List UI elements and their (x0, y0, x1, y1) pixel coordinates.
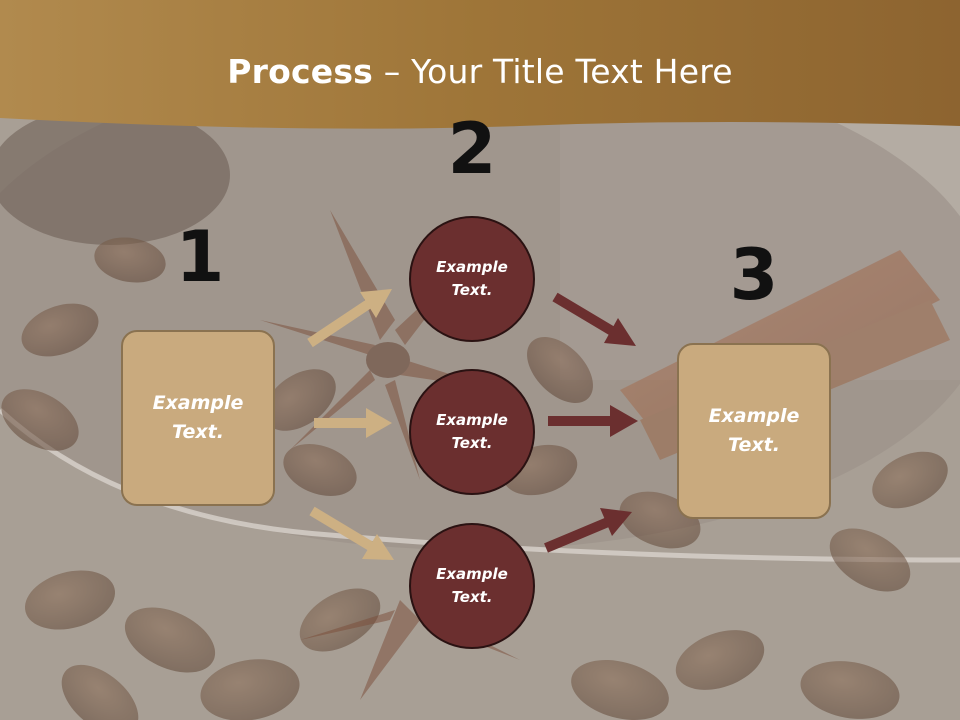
step-number-3: 3 (729, 234, 779, 316)
arrow-from-top-circle (552, 292, 636, 346)
left-box-label: Example Text. (152, 392, 244, 443)
circle-bottom-label: Example Text. (436, 565, 508, 606)
arrow-to-top-circle (307, 289, 392, 348)
circle-node-middle[interactable]: Example Text. (409, 369, 535, 495)
arrow-from-bottom-circle (544, 508, 632, 553)
right-text-box[interactable]: Example Text. (677, 343, 831, 519)
circle-top-label: Example Text. (436, 258, 508, 299)
header-banner (0, 0, 960, 129)
circle-middle-label: Example Text. (436, 411, 508, 452)
arrow-to-middle-circle (314, 408, 392, 438)
right-box-label: Example Text. (708, 405, 800, 456)
circle-node-top[interactable]: Example Text. (409, 216, 535, 342)
title-rest: – Your Title Text Here (373, 52, 733, 91)
left-text-box[interactable]: Example Text. (121, 330, 275, 506)
page-title: Process – Your Title Text Here (0, 52, 960, 91)
title-bold: Process (227, 52, 374, 91)
step-number-2: 2 (447, 108, 497, 190)
circle-node-bottom[interactable]: Example Text. (409, 523, 535, 649)
arrow-from-middle-circle (548, 405, 638, 437)
arrow-to-bottom-circle (309, 506, 394, 560)
step-number-1: 1 (175, 216, 225, 298)
